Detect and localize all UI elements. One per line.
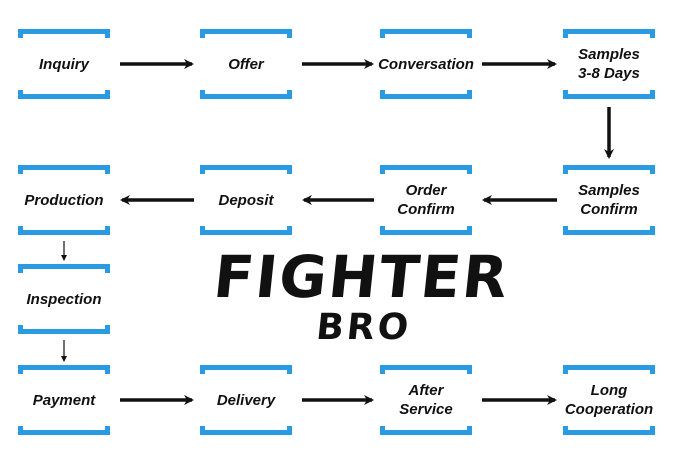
- step-long-cooperation: Long Cooperation: [563, 365, 655, 435]
- step-conversation: Conversation: [378, 29, 474, 99]
- step-deposit: Deposit: [200, 165, 292, 235]
- step-samples-time: Samples 3-8 Days: [563, 29, 655, 99]
- step-label: After Service: [399, 382, 453, 418]
- step-label: Deposit: [218, 191, 274, 209]
- step-label: Payment: [32, 391, 96, 409]
- brand-line-1: FIGHTER: [210, 243, 513, 311]
- step-order-confirm: Order Confirm: [380, 165, 472, 235]
- step-label: Offer: [228, 55, 264, 73]
- step-label: Production: [24, 191, 104, 209]
- step-label: Order Confirm: [397, 182, 455, 218]
- step-offer: Offer: [200, 29, 292, 99]
- step-label: Inspection: [26, 290, 102, 308]
- step-label: Long Cooperation: [564, 382, 654, 418]
- step-label: Delivery: [216, 391, 276, 409]
- step-label: Inquiry: [38, 55, 89, 73]
- brand-logo: FIGHTER BRO: [207, 243, 513, 348]
- step-samples-confirm: Samples Confirm: [563, 165, 655, 235]
- step-production: Production: [18, 165, 110, 235]
- step-payment: Payment: [18, 365, 110, 435]
- step-after-service: After Service: [380, 365, 472, 435]
- step-delivery: Delivery: [200, 365, 292, 435]
- step-inquiry: Inquiry: [18, 29, 110, 99]
- step-label: Samples Confirm: [578, 182, 640, 218]
- step-inspection: Inspection: [18, 264, 110, 334]
- step-label: Samples 3-8 Days: [578, 46, 640, 82]
- step-label: Conversation: [378, 55, 474, 73]
- brand-line-2: BRO: [314, 307, 414, 348]
